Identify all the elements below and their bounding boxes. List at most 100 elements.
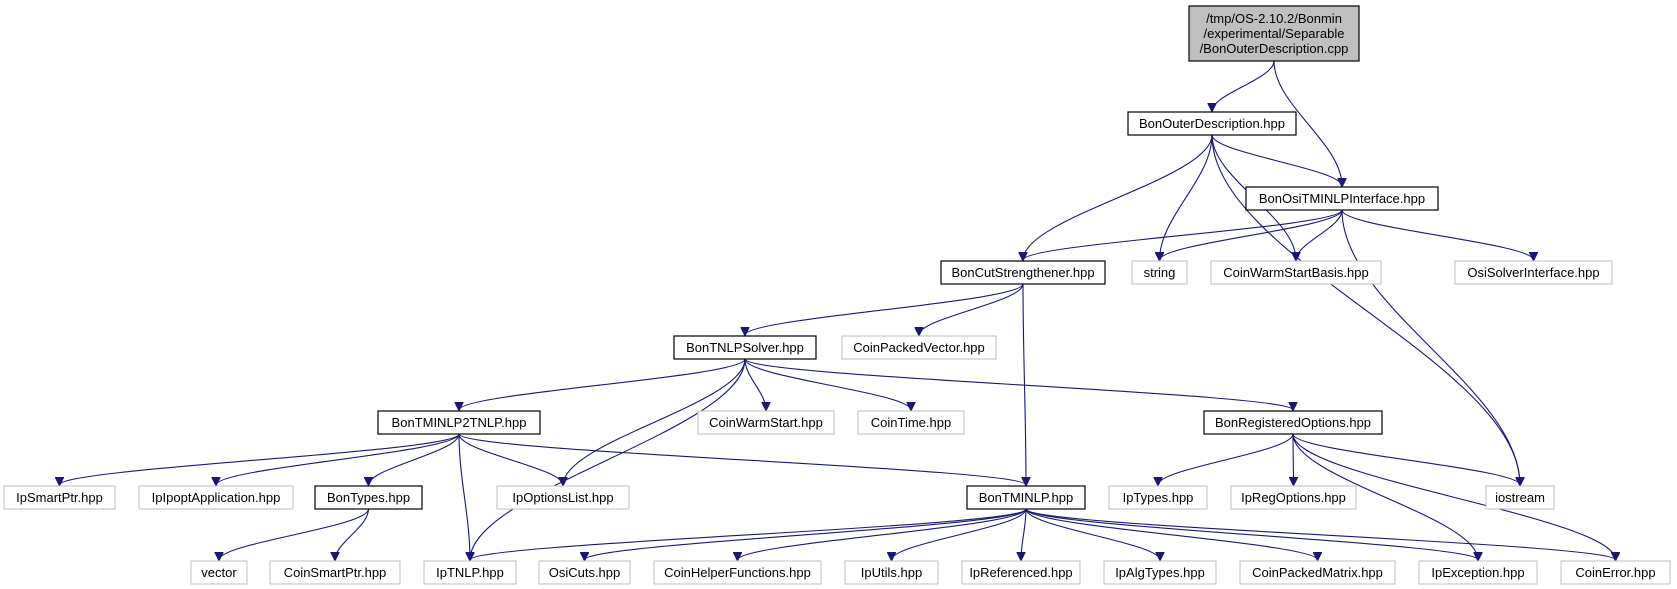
edge-regopts-to-iptypes [1158, 433, 1294, 485]
node-coinhelper: CoinHelperFunctions.hpp [653, 560, 822, 585]
edge-osiitf-to-cutstr [1023, 209, 1343, 260]
edge-osiitf-to-string [1160, 209, 1343, 260]
node-label: vector [201, 565, 237, 580]
node-box [538, 560, 631, 585]
node-outerdesc[interactable]: BonOuterDescription.hpp [1127, 111, 1297, 136]
node-label: CoinError.hpp [1575, 565, 1655, 580]
node-box [1485, 485, 1555, 510]
node-box [423, 560, 517, 585]
node-coinsmartptr: CoinSmartPtr.hpp [269, 560, 401, 585]
node-label: CoinHelperFunctions.hpp [664, 565, 811, 580]
node-root[interactable]: /tmp/OS-2.10.2/Bonmin/experimental/Separ… [1188, 5, 1360, 62]
node-box [138, 485, 294, 510]
node-box [1418, 560, 1538, 585]
node-ipexception: IpException.hpp [1418, 560, 1538, 585]
node-tminlp2tnlp[interactable]: BonTMINLP2TNLP.hpp [377, 410, 541, 435]
node-label: BonTNLPSolver.hpp [686, 340, 804, 355]
edge-tnlpsolver-to-regopts [744, 358, 1293, 410]
node-tminlp[interactable]: BonTMINLP.hpp [966, 485, 1086, 510]
node-osiitf[interactable]: BonOsiTMINLPInterface.hpp [1245, 186, 1439, 211]
node-label: IpTNLP.hpp [436, 565, 504, 580]
node-regopts[interactable]: BonRegisteredOptions.hpp [1203, 410, 1383, 435]
node-box [1108, 485, 1208, 510]
node-coinerror: CoinError.hpp [1560, 560, 1671, 585]
node-cointime: CoinTime.hpp [857, 410, 965, 435]
node-box [269, 560, 401, 585]
edge-osiitf-to-osisolver [1341, 209, 1534, 260]
node-label: /experimental/Separable [1204, 26, 1345, 41]
edge-root-to-osiitf [1273, 60, 1342, 186]
node-label: IpRegOptions.hpp [1241, 490, 1346, 505]
edge-cutstr-to-tnlpsolver [745, 283, 1024, 335]
node-label: CoinPackedMatrix.hpp [1252, 565, 1383, 580]
node-box [1203, 410, 1383, 435]
node-box [940, 260, 1106, 285]
node-label: BonTypes.hpp [327, 490, 410, 505]
edge-tnlpsolver-to-cws [744, 358, 766, 410]
node-box [314, 485, 423, 510]
node-label: CoinPackedVector.hpp [853, 340, 985, 355]
node-label: IpTypes.hpp [1123, 490, 1194, 505]
node-box [1210, 260, 1382, 285]
edge-tminlp2tnlp-to-ipoptlist [458, 433, 563, 485]
node-label: BonTMINLP.hpp [979, 490, 1073, 505]
node-label: /BonOuterDescription.cpp [1200, 41, 1349, 56]
node-label: IpSmartPtr.hpp [16, 490, 103, 505]
node-cwsbasis: CoinWarmStartBasis.hpp [1210, 260, 1382, 285]
edge-tminlp-to-coinhelper [738, 508, 1027, 560]
node-label: iostream [1495, 490, 1545, 505]
node-box [1230, 485, 1357, 510]
edges-layer [60, 60, 1616, 560]
edge-tminlp2tnlp-to-iptnlp [458, 433, 470, 560]
node-box [1239, 560, 1396, 585]
node-box [653, 560, 822, 585]
node-box [841, 335, 997, 360]
node-box [961, 560, 1081, 585]
node-box [1103, 560, 1217, 585]
node-label: OsiCuts.hpp [549, 565, 621, 580]
node-box [1245, 186, 1439, 211]
node-box [1127, 111, 1297, 136]
node-box [673, 335, 817, 360]
node-osicuts: OsiCuts.hpp [538, 560, 631, 585]
node-label: BonOuterDescription.hpp [1139, 116, 1285, 131]
nodes-layer: /tmp/OS-2.10.2/Bonmin/experimental/Separ… [3, 5, 1671, 585]
node-box [377, 410, 541, 435]
node-label: IpAlgTypes.hpp [1115, 565, 1205, 580]
edge-root-to-outerdesc [1212, 60, 1275, 111]
node-iostream: iostream [1485, 485, 1555, 510]
node-ipoptapp: IpIpoptApplication.hpp [138, 485, 294, 510]
node-label: IpUtils.hpp [861, 565, 922, 580]
node-cutstr[interactable]: BonCutStrengthener.hpp [940, 260, 1106, 285]
edge-tminlp-to-iputils [892, 508, 1027, 560]
node-string: string [1131, 260, 1188, 285]
edge-bontypes-to-coinsmartptr [335, 508, 370, 560]
edge-outerdesc-to-osiitf [1211, 134, 1342, 186]
node-iputils: IpUtils.hpp [844, 560, 939, 585]
node-box [496, 485, 630, 510]
node-box [3, 485, 116, 510]
node-label: BonOsiTMINLPInterface.hpp [1259, 191, 1425, 206]
edge-cutstr-to-cpvector [919, 283, 1024, 335]
node-label: BonRegisteredOptions.hpp [1215, 415, 1371, 430]
node-box [1188, 5, 1360, 62]
node-box [966, 485, 1086, 510]
edge-regopts-to-iostream [1292, 433, 1520, 485]
node-bontypes[interactable]: BonTypes.hpp [314, 485, 423, 510]
edge-tminlp2tnlp-to-ipoptapp [216, 433, 460, 485]
node-label: CoinTime.hpp [871, 415, 951, 430]
edge-tminlp2tnlp-to-ipsmartptr [60, 433, 460, 485]
node-vector: vector [190, 560, 248, 585]
edge-tnlpsolver-to-tminlp2tnlp [459, 358, 746, 410]
node-label: IpOptionsList.hpp [512, 490, 613, 505]
edge-cutstr-to-tminlp [1023, 283, 1026, 485]
node-box [857, 410, 965, 435]
node-tnlpsolver[interactable]: BonTNLPSolver.hpp [673, 335, 817, 360]
node-ipref: IpReferenced.hpp [961, 560, 1081, 585]
edge-regopts-to-coinerror [1292, 433, 1616, 560]
node-label: IpIpoptApplication.hpp [152, 490, 281, 505]
edge-tminlp2tnlp-to-bontypes [369, 433, 460, 485]
edge-tminlp-to-ipalgtypes [1025, 508, 1160, 560]
node-label: CoinWarmStart.hpp [709, 415, 823, 430]
